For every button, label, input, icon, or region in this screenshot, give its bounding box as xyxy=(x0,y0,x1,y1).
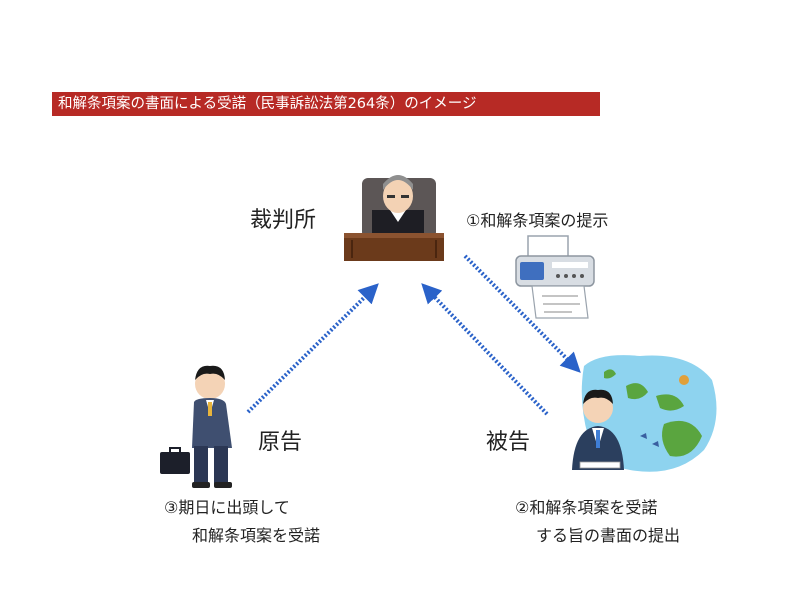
diagram-title: 和解条項案の書面による受諾（民事訴訟法第264条）のイメージ xyxy=(52,92,600,116)
defendant-label: 被告 xyxy=(486,430,531,455)
arrow-court-to-defendant xyxy=(463,254,581,373)
step2-line1: ②和解条項案を受諾 xyxy=(515,498,658,517)
step3-line2: 和解条項案を受諾 xyxy=(192,526,321,545)
judge-icon xyxy=(344,175,444,261)
step3-line1: ③期日に出頭して xyxy=(164,498,290,517)
step1-label: ①和解条項案の提示 xyxy=(466,211,609,230)
court-label: 裁判所 xyxy=(250,208,317,233)
plaintiff-label: 原告 xyxy=(258,430,303,455)
arrow-defendant-to-court xyxy=(421,283,549,416)
defendant-person-icon xyxy=(572,389,624,470)
fax-machine-icon xyxy=(515,235,595,319)
step2-line2: する旨の書面の提出 xyxy=(536,526,681,545)
arrow-plaintiff-to-court xyxy=(246,283,379,414)
plaintiff-person-icon xyxy=(160,365,232,488)
